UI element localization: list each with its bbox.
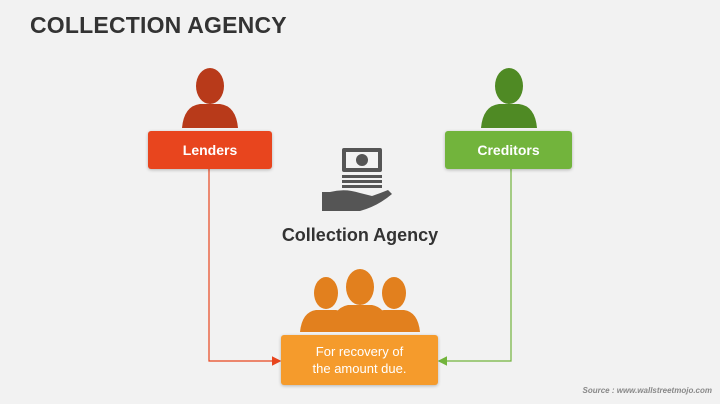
lender-connector xyxy=(208,169,282,366)
lenders-box: Lenders xyxy=(148,131,272,169)
lender-person-icon xyxy=(182,68,238,128)
recovery-line-2: the amount due. xyxy=(312,361,407,376)
group-people-icon xyxy=(300,269,420,332)
page-title: COLLECTION AGENCY xyxy=(30,12,287,38)
recovery-line-1: For recovery of xyxy=(315,344,404,359)
cash-hand-icon xyxy=(322,148,392,211)
collection-agency-label: Collection Agency xyxy=(281,225,439,245)
creditor-connector xyxy=(437,169,512,366)
creditor-person-icon xyxy=(481,68,537,128)
recovery-box: For recovery of the amount due. xyxy=(281,335,438,385)
source-credit: Source : www.wallstreetmojo.com xyxy=(582,386,712,395)
creditors-box: Creditors xyxy=(445,131,572,169)
